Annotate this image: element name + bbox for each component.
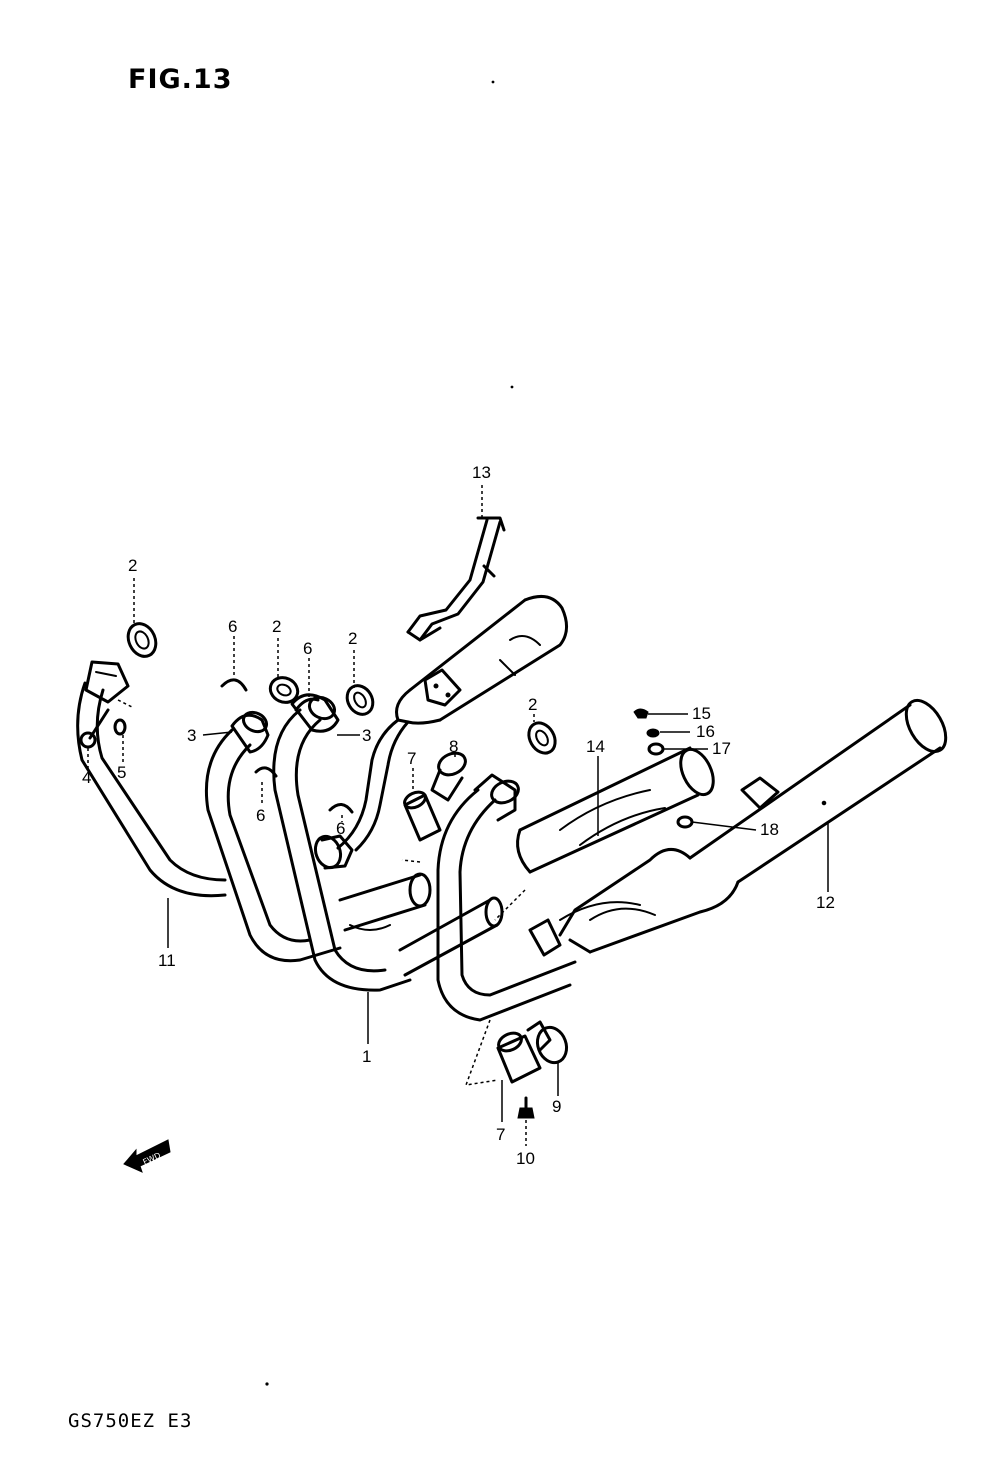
model-code: GS750EZ E3	[68, 1410, 193, 1432]
callout-6: 6	[336, 819, 345, 838]
header-pipe-4	[436, 773, 577, 1022]
part-5-washer	[113, 718, 127, 736]
part-9-clamp	[526, 1020, 569, 1065]
callout-13: 13	[472, 463, 491, 482]
assembly-guideline	[464, 1019, 499, 1086]
callout-2: 2	[128, 556, 137, 575]
part-8-clamp	[430, 751, 467, 802]
speck	[265, 1382, 269, 1386]
speck	[491, 80, 495, 84]
part-7-connector	[496, 1031, 542, 1084]
part-4-bolt	[79, 708, 110, 749]
collector-crossover	[338, 872, 504, 977]
part-11-exhaust-pipe	[76, 660, 227, 898]
part-7-connector	[403, 790, 442, 842]
callout-4: 4	[82, 768, 91, 787]
part-2-gasket	[268, 676, 300, 704]
figure-title: FIG.13	[128, 64, 233, 95]
part-16-washer	[646, 728, 660, 738]
part-6-cotter	[328, 803, 354, 814]
part-2-gasket	[527, 721, 557, 755]
callout-16: 16	[696, 722, 715, 741]
assembly-guideline	[494, 889, 526, 921]
part-13-bracket	[406, 516, 506, 642]
callout-18: 18	[760, 820, 779, 839]
callout-5: 5	[117, 763, 126, 782]
callout-6: 6	[303, 639, 312, 658]
callout-3: 3	[187, 726, 196, 745]
callout-10: 10	[516, 1149, 535, 1168]
forward-arrow-icon: FWD	[123, 1139, 171, 1173]
speck	[510, 385, 514, 389]
callout-3: 3	[362, 726, 371, 745]
part-10-bolt	[517, 1096, 535, 1119]
callout-8: 8	[449, 737, 458, 756]
left-muffler	[313, 594, 568, 870]
part-3-flange	[230, 710, 270, 754]
callout-6: 6	[228, 617, 237, 636]
callout-2: 2	[528, 695, 537, 714]
header-pipe-3	[272, 708, 412, 992]
callout-1: 1	[362, 1047, 371, 1066]
assembly-guideline	[401, 859, 421, 863]
callout-12: 12	[816, 893, 835, 912]
callout-15: 15	[692, 704, 711, 723]
part-15-bolt	[633, 708, 649, 719]
header-pipe-2	[204, 728, 342, 963]
callout-7: 7	[496, 1125, 505, 1144]
part-6-cotter	[220, 678, 248, 692]
leader-18	[691, 821, 757, 831]
part-18-grommet	[676, 815, 694, 829]
callout-14: 14	[586, 737, 605, 756]
callout-7: 7	[407, 749, 416, 768]
part-2-gasket	[126, 622, 158, 658]
part-14-pipe	[516, 746, 715, 874]
callout-9: 9	[552, 1097, 561, 1116]
callout-6: 6	[256, 806, 265, 825]
callout-2: 2	[348, 629, 357, 648]
part-3-flange	[290, 693, 340, 733]
part-12-muffler	[528, 698, 948, 957]
leader-3a	[202, 731, 233, 736]
part-17-washer	[647, 742, 665, 756]
callout-11: 11	[158, 951, 176, 970]
part-2-gasket	[345, 684, 375, 716]
part-6-cotter	[294, 697, 320, 712]
callout-17: 17	[712, 739, 731, 758]
callout-2: 2	[272, 617, 281, 636]
